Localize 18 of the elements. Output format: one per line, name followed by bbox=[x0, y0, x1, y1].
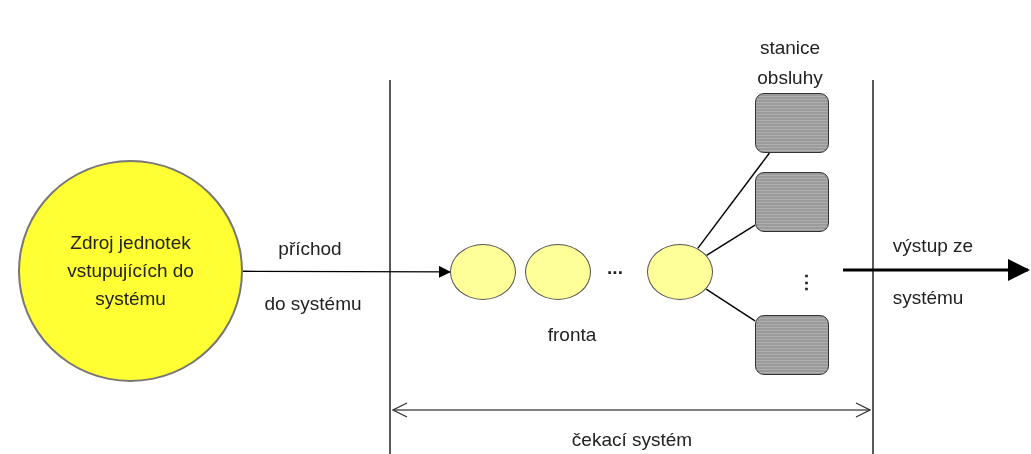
label: příchod bbox=[278, 238, 342, 260]
dimension-label: čekací systém bbox=[571, 429, 693, 451]
label: fronta bbox=[547, 324, 597, 346]
connector-line bbox=[705, 288, 756, 322]
label: výstup ze bbox=[892, 235, 974, 257]
node-text: Zdroj jednotek vstupujících do systému bbox=[66, 231, 195, 311]
queue-circle bbox=[647, 244, 713, 300]
service-station-box bbox=[755, 315, 829, 375]
label: systému bbox=[892, 287, 964, 309]
label: stanice obsluhy bbox=[756, 36, 824, 90]
ellipsis: ⋮ bbox=[796, 270, 816, 294]
ellipsis: ... bbox=[607, 257, 623, 279]
connector-line bbox=[705, 224, 756, 257]
service-station-box bbox=[755, 93, 829, 153]
label: do systému bbox=[264, 293, 362, 315]
arrow bbox=[242, 265, 451, 278]
service-station-box bbox=[755, 172, 829, 232]
connector-line bbox=[697, 152, 771, 250]
